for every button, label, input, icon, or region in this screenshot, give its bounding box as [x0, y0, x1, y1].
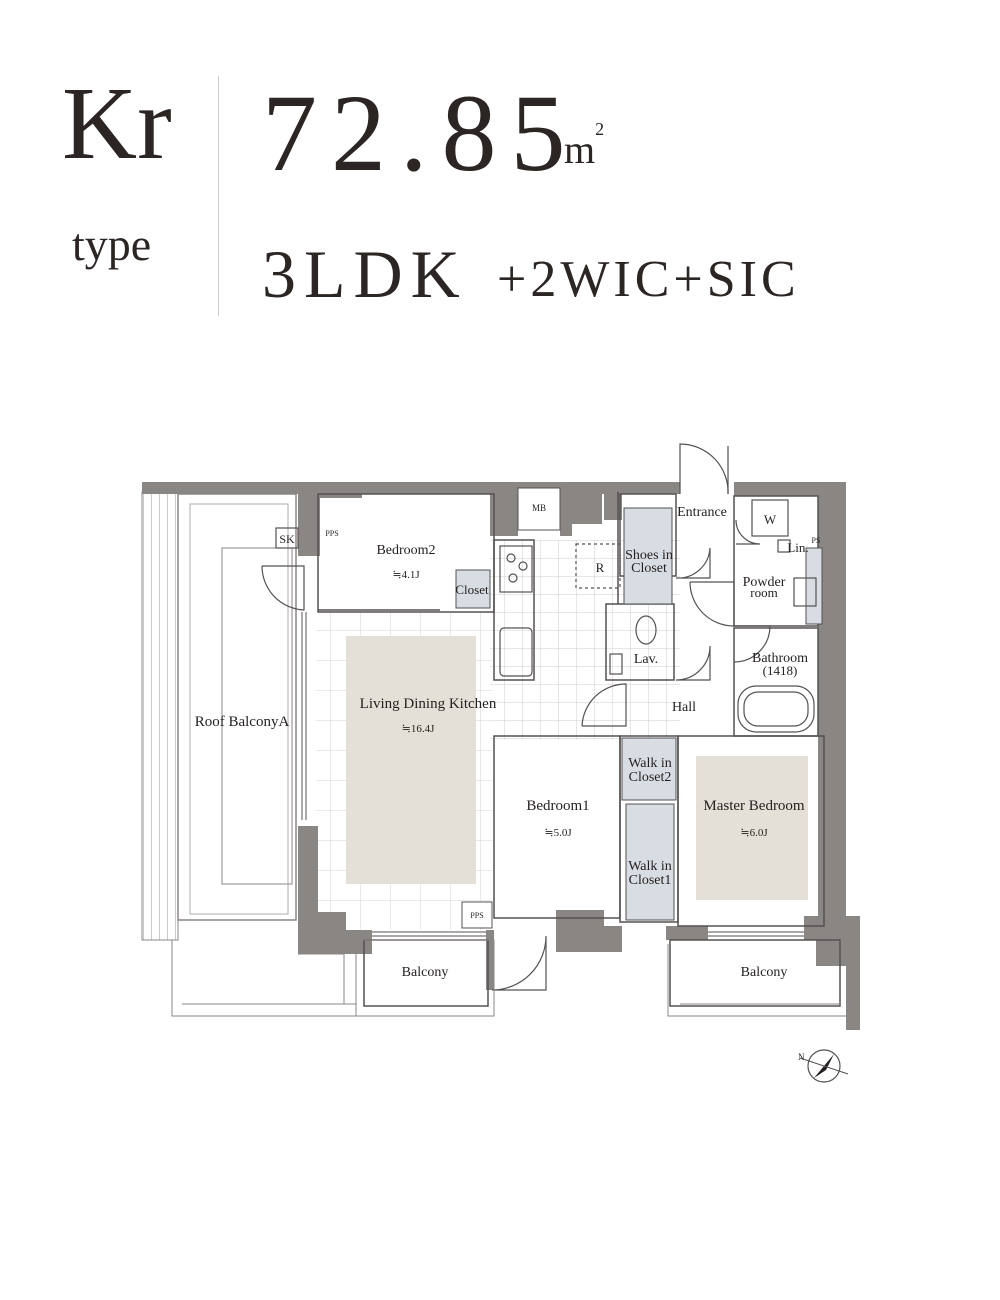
sk-box: [275, 527, 299, 549]
label-linen: Lin.: [787, 540, 808, 555]
label-wic2-1: Walk in: [628, 756, 672, 771]
label-mb: MB: [532, 503, 546, 513]
label-wic1-1: Walk in: [628, 859, 672, 874]
label-bedroom2: Bedroom2: [376, 543, 435, 558]
label-closet: Closet: [455, 582, 489, 597]
area-unit-base: m: [564, 127, 596, 172]
label-shoes-1: Shoes in: [625, 548, 673, 563]
fixtures: [499, 499, 817, 733]
label-fridge: R: [596, 560, 605, 575]
plan-header: Kr type 72.85 m2 3LDK +2WIC+SIC: [0, 0, 1000, 330]
label-bedroom1-size: ≒5.0J: [544, 827, 572, 839]
header-divider: [218, 76, 219, 316]
label-balcony-right: Balcony: [741, 965, 788, 980]
layout-extra: +2WIC+SIC: [497, 251, 800, 308]
pps-bottom-box: [461, 901, 493, 929]
top-wall-right: [734, 482, 844, 496]
label-wic1-2: Closet1: [629, 873, 672, 888]
type-word: type: [72, 219, 152, 270]
doors: [261, 443, 771, 991]
area-value: 72.85: [262, 72, 580, 194]
label-sk: SK: [279, 532, 295, 546]
label-ldk-size: ≒16.4J: [402, 723, 435, 735]
ldk-rug: [346, 636, 476, 884]
area-unit-sup: 2: [595, 118, 605, 139]
roof-balcony-planter: [221, 547, 293, 885]
roof-balcony-deck: [141, 491, 179, 941]
label-ldk: Living Dining Kitchen: [360, 696, 497, 712]
label-ps: PS: [812, 536, 821, 545]
label-bathroom-size: (1418): [763, 663, 798, 678]
roof-balcony-inner: [189, 503, 289, 915]
label-hall: Hall: [672, 700, 696, 715]
label-entrance: Entrance: [677, 505, 727, 520]
balcony-rails: [171, 939, 846, 1017]
closets: [455, 507, 823, 921]
label-bedroom1: Bedroom1: [526, 798, 589, 814]
label-bedroom2-size: ≒4.1J: [392, 569, 420, 581]
label-master-size: ≒6.0J: [740, 827, 768, 839]
label-washer: W: [764, 512, 777, 527]
label-wic2-2: Closet2: [629, 770, 672, 785]
label-powder-1: Powder: [743, 575, 786, 590]
mb-box: [517, 487, 561, 531]
label-lav: Lav.: [634, 652, 658, 667]
windows: [301, 612, 804, 937]
north-arrow-icon: N: [798, 1049, 849, 1083]
layout-main: 3LDK: [262, 236, 468, 312]
label-powder-2: room: [750, 585, 777, 600]
label-roof-balcony: Roof BalconyA: [195, 714, 290, 730]
label-pps-bottom: PPS: [470, 911, 483, 920]
roof-balcony-area: [177, 493, 297, 921]
svg-text:N: N: [798, 1052, 805, 1062]
label-pps-top: PPS: [325, 529, 338, 538]
label-master: Master Bedroom: [703, 798, 805, 814]
area-unit: m2: [564, 120, 604, 172]
type-code: Kr: [62, 66, 172, 181]
label-bathroom: Bathroom: [752, 651, 808, 666]
label-shoes-2: Closet: [631, 561, 667, 576]
label-balcony-left: Balcony: [402, 965, 449, 980]
master-rug: [696, 756, 808, 900]
